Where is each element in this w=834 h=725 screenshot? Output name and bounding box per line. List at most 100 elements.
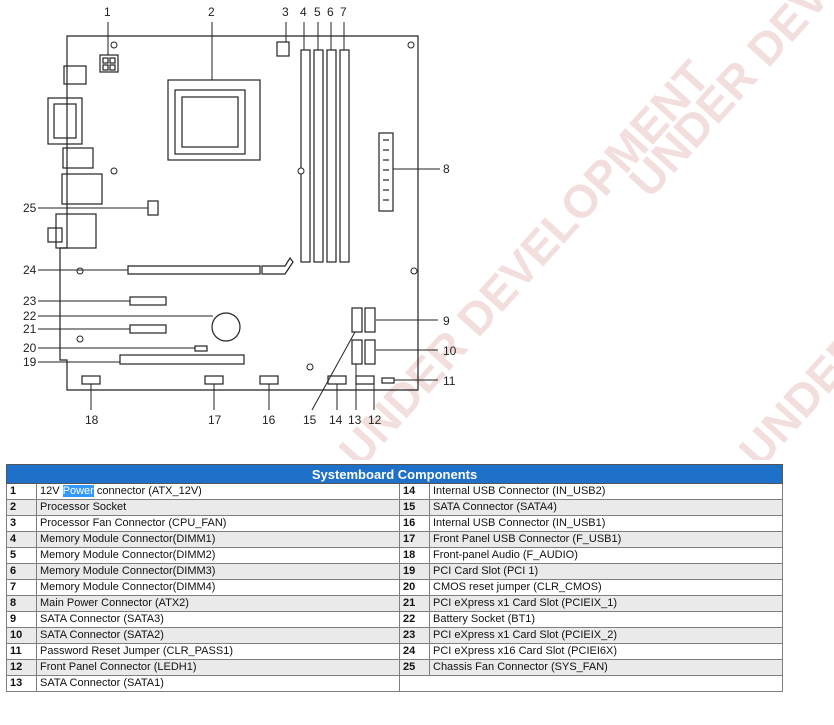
internal-usb1-header [259, 375, 279, 385]
component-number-right: 24 [399, 643, 430, 660]
callout-13: 13 [348, 413, 362, 427]
component-name-left: 12V Power connector (ATX_12V) [36, 483, 400, 500]
component-name-right: Front-panel Audio (F_AUDIO) [428, 547, 784, 564]
callout-24: 24 [23, 263, 37, 277]
component-number-left: 7 [6, 579, 37, 596]
callout-11: 11 [443, 374, 456, 388]
component-number-left: 11 [6, 643, 37, 660]
cmos-jumper [194, 345, 208, 352]
component-name-left: Password Reset Jumper (CLR_PASS1) [36, 643, 400, 660]
component-name-left: Memory Module Connector(DIMM4) [36, 579, 400, 596]
component-number-left: 1 [6, 483, 37, 500]
component-number-right: 25 [399, 659, 430, 676]
component-number-left: 6 [6, 563, 37, 580]
component-number-right: 22 [399, 611, 430, 628]
internal-usb2-header [327, 375, 347, 385]
component-name-right: PCI eXpress x1 Card Slot (PCIEIX_2) [428, 627, 784, 644]
callout-20: 20 [23, 341, 37, 355]
systemboard-diagram: UNDER DEVELOPMENT UNDER DEVELOPMENT UNDE… [23, 0, 834, 460]
component-name-left: Front Panel Connector (LEDH1) [36, 659, 400, 676]
watermark-text-3: UNDER DEVELOPMENT [729, 51, 834, 460]
component-number-right: 19 [399, 563, 430, 580]
component-name-right: PCI Card Slot (PCI 1) [428, 563, 784, 580]
callout-10: 10 [443, 344, 457, 358]
battery-socket [211, 312, 241, 342]
callout-1: 1 [104, 5, 111, 19]
component-number-right: 14 [399, 483, 430, 500]
component-number-left: 8 [6, 595, 37, 612]
component-name-left: Memory Module Connector(DIMM2) [36, 547, 400, 564]
callout-15: 15 [303, 413, 317, 427]
atx-main-power-connector [378, 132, 394, 212]
callout-12: 12 [368, 413, 382, 427]
component-name-left: SATA Connector (SATA3) [36, 611, 400, 628]
callout-4: 4 [300, 5, 307, 19]
callout-labels: 1 2 3 4 5 6 7 8 9 10 11 12 13 14 15 16 1… [23, 5, 457, 427]
component-name-left: Memory Module Connector(DIMM1) [36, 531, 400, 548]
watermark: UNDER DEVELOPMENT UNDER DEVELOPMENT UNDE… [329, 0, 834, 460]
callout-14: 14 [329, 413, 343, 427]
component-number-left: 10 [6, 627, 37, 644]
text-selection-highlight: Power [62, 485, 94, 497]
component-number-left: 3 [6, 515, 37, 532]
component-name-left: Processor Fan Connector (CPU_FAN) [36, 515, 400, 532]
component-number-left: 13 [6, 675, 37, 692]
callout-18: 18 [85, 413, 99, 427]
callout-16: 16 [262, 413, 276, 427]
callout-25: 25 [23, 201, 37, 215]
component-name-right: Battery Socket (BT1) [428, 611, 784, 628]
component-number-left: 9 [6, 611, 37, 628]
front-audio-header [81, 375, 101, 385]
component-name-left: SATA Connector (SATA2) [36, 627, 400, 644]
leader-lines [38, 22, 440, 411]
callout-2: 2 [208, 5, 215, 19]
component-name-right: Front Panel USB Connector (F_USB1) [428, 531, 784, 548]
processor-socket [167, 79, 261, 161]
component-name-right: Internal USB Connector (IN_USB1) [428, 515, 784, 532]
cpu-fan-connector [276, 41, 290, 57]
component-number-left: 12 [6, 659, 37, 676]
front-usb-header [204, 375, 224, 385]
component-number-right: 16 [399, 515, 430, 532]
component-number-right: 18 [399, 547, 430, 564]
component-number-right: 21 [399, 595, 430, 612]
callout-17: 17 [208, 413, 222, 427]
dimm-slots [300, 49, 350, 263]
front-panel-header [355, 375, 375, 385]
component-number-left: 4 [6, 531, 37, 548]
rear-io-ports [47, 65, 103, 249]
component-name-right: PCI eXpress x1 Card Slot (PCIEIX_1) [428, 595, 784, 612]
watermark-text-2: UNDER DEVELOPMENT [329, 51, 720, 460]
callout-5: 5 [314, 5, 321, 19]
pcie-x1-slot-1 [129, 324, 167, 334]
component-name-left: Memory Module Connector(DIMM3) [36, 563, 400, 580]
pcie-x16-slot [127, 256, 294, 275]
callout-21: 21 [23, 322, 37, 336]
component-number-left: 2 [6, 499, 37, 516]
callout-3: 3 [282, 5, 289, 19]
sata-connectors [351, 307, 376, 365]
component-name-right: CMOS reset jumper (CLR_CMOS) [428, 579, 784, 596]
callout-6: 6 [327, 5, 334, 19]
mounting-holes [76, 41, 418, 371]
component-name-right: PCI eXpress x16 Card Slot (PCIEI6X) [428, 643, 784, 660]
callout-9: 9 [443, 314, 450, 328]
component-name-left: Processor Socket [36, 499, 400, 516]
component-number-right: 23 [399, 627, 430, 644]
component-name-right: SATA Connector (SATA4) [428, 499, 784, 516]
component-name-right: Internal USB Connector (IN_USB2) [428, 483, 784, 500]
callout-23: 23 [23, 294, 37, 308]
pcie-x1-slot-2 [129, 296, 167, 306]
component-number-right: 17 [399, 531, 430, 548]
